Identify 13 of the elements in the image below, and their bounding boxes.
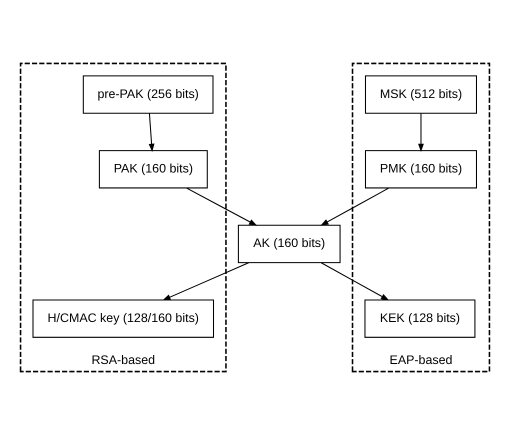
node-box: MSK (512 bits): [364, 74, 477, 114]
node-box: pre-PAK (256 bits): [82, 74, 214, 114]
node-box: PMK (160 bits): [364, 150, 477, 188]
node-box: PAK (160 bits): [98, 150, 208, 188]
arrow: [418, 113, 424, 152]
arrow: [320, 187, 389, 226]
arrow: [320, 262, 390, 300]
node-box: AK (160 bits): [238, 224, 341, 263]
arrow: [148, 113, 154, 152]
arrow: [162, 262, 249, 300]
node-box: H/CMAC key (128/160 bits): [32, 298, 214, 338]
arrow: [186, 187, 258, 226]
node-box: KEK (128 bits): [364, 298, 476, 338]
